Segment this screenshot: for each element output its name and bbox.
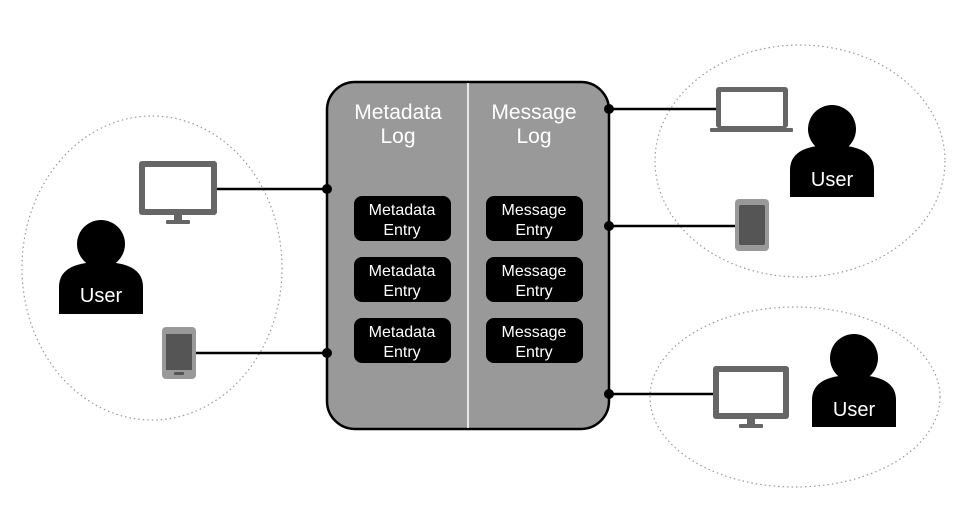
metadata-entry-line2: Entry [383, 283, 420, 300]
metadata-log-title-line1: Metadata [354, 101, 442, 124]
user-label-bottom-right: User [833, 399, 876, 421]
metadata-entry: Metadata Entry [354, 318, 451, 363]
message-entry-line1: Message [502, 324, 567, 341]
tablet-icon [162, 327, 196, 379]
connector-right-monitor [604, 389, 713, 399]
message-log-title-line2: Log [516, 125, 551, 148]
connector-right-phone [604, 221, 735, 231]
message-entry-line1: Message [502, 202, 567, 219]
metadata-log-title-line2: Log [380, 125, 415, 148]
monitor-icon [713, 366, 789, 428]
metadata-entry: Metadata Entry [354, 196, 451, 241]
user-group-top-right [654, 44, 946, 278]
connector-right-laptop [604, 104, 716, 114]
phone-icon [735, 199, 769, 251]
user-label-left: User [80, 285, 123, 307]
connector-left-tablet [196, 348, 332, 358]
connector-left-monitor [217, 184, 332, 194]
user-icon [59, 220, 143, 314]
user-group-bottom-right [649, 306, 941, 488]
metadata-entry: Metadata Entry [354, 257, 451, 302]
metadata-entry-line1: Metadata [369, 202, 436, 219]
message-entry: Message Entry [486, 318, 583, 363]
laptop-icon [710, 87, 793, 132]
user-icon [790, 105, 874, 197]
message-entry-line1: Message [502, 263, 567, 280]
message-entry-line2: Entry [515, 283, 552, 300]
message-log-title-line1: Message [491, 101, 576, 124]
metadata-entry-line1: Metadata [369, 263, 436, 280]
user-group-left [21, 115, 283, 421]
message-entry: Message Entry [486, 196, 583, 241]
user-label-top-right: User [811, 169, 854, 191]
message-entry-line2: Entry [515, 222, 552, 239]
metadata-entry-line1: Metadata [369, 324, 436, 341]
message-entry-line2: Entry [515, 344, 552, 361]
user-icon [812, 334, 896, 427]
message-entry: Message Entry [486, 257, 583, 302]
metadata-entry-line2: Entry [383, 344, 420, 361]
metadata-entry-line2: Entry [383, 222, 420, 239]
monitor-icon [139, 161, 217, 224]
